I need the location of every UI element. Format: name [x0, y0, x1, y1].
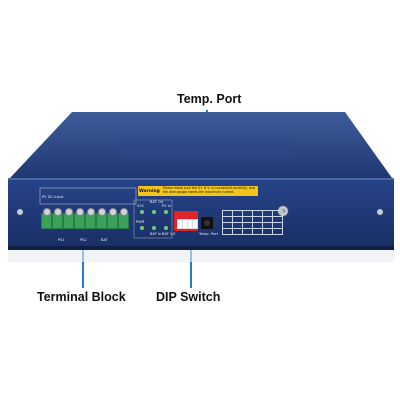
pv-in-led	[164, 210, 168, 214]
terminal-screw-icon	[120, 208, 128, 216]
mode-table	[222, 210, 283, 235]
pwr-led	[140, 226, 144, 230]
sys-led	[140, 210, 144, 214]
terminal-screw-icon	[87, 208, 95, 216]
dip-switch-callout: DIP Switch	[156, 290, 221, 304]
terminal-screw-icon	[98, 208, 106, 216]
warning-banner: Warning Please make sure the V+ & V- is …	[138, 186, 258, 196]
warning-text: Please make sure the V+ & V- is connecte…	[162, 186, 255, 194]
bat-vs-led-label: BAT V.S	[162, 232, 176, 236]
temp-port-panel-label: Temp. Port	[199, 232, 218, 236]
sys-led-label: SYS	[137, 204, 144, 208]
warning-label: Warning	[139, 188, 160, 194]
terminal-screw-icon	[65, 208, 73, 216]
terminal-block-callout: Terminal Block	[37, 290, 126, 304]
terminal-screw-icon	[109, 208, 117, 216]
temp-port-callout: Temp. Port	[177, 92, 242, 106]
bat-in-led-label: BAT In	[150, 232, 162, 236]
ps2-label: PS2	[80, 238, 87, 242]
terminal-block-callout-line	[82, 246, 84, 288]
bat-ov-led-label: BAT OV	[150, 200, 164, 204]
ps1-label: PS1	[58, 238, 65, 242]
dip-switch-4[interactable]	[192, 219, 198, 229]
bat-label: BAT	[101, 238, 108, 242]
bat-vs-led	[164, 226, 168, 230]
pv-dc-input-label: PV DC Input	[42, 195, 64, 199]
terminal-screw-icon	[54, 208, 62, 216]
terminal-screw-icon	[43, 208, 51, 216]
bat-ov-led	[152, 210, 156, 214]
terminal-screw-icon	[76, 208, 84, 216]
pwr-led-label: PWR	[136, 220, 145, 224]
pv-in-led-label: PV In	[162, 204, 172, 208]
bat-in-led	[152, 226, 156, 230]
